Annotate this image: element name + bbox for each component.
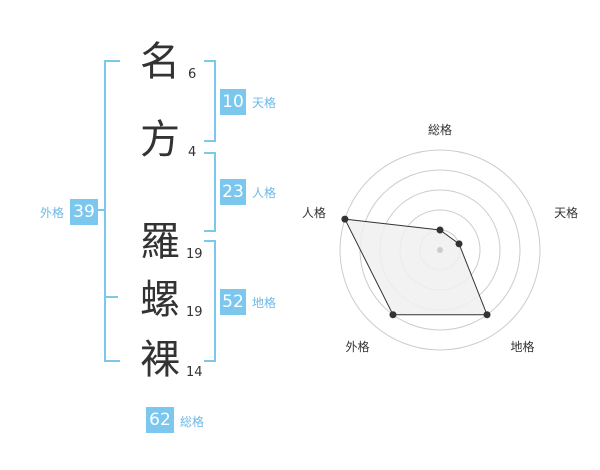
jinkaku-bracket	[204, 152, 216, 232]
gaikaku-value: 39	[70, 199, 98, 225]
radar-data-point	[341, 215, 349, 223]
stroke-count-2: 4	[188, 145, 197, 160]
gaikaku-bracket-tick	[95, 209, 104, 211]
tenkaku-label: 天格	[252, 96, 277, 110]
soukaku-label: 総格	[180, 415, 205, 429]
tenkaku-bracket	[204, 60, 216, 142]
radar-data-polygon	[344, 218, 488, 316]
soukaku-value: 62	[146, 407, 174, 433]
stroke-count-1: 6	[188, 67, 197, 82]
radar-data-point	[483, 311, 491, 319]
gaikaku-bracket-mid	[106, 296, 118, 298]
gaikaku-bracket	[104, 60, 120, 362]
chikaku-value: 52	[220, 289, 246, 315]
character-4: 螺	[140, 277, 180, 323]
radar-center-dot	[437, 247, 443, 253]
radar-data-point	[389, 311, 397, 319]
stroke-count-4: 19	[186, 305, 203, 320]
character-5: 裸	[140, 337, 180, 383]
radar-axis-label: 人格	[302, 205, 326, 220]
character-2: 方	[140, 117, 180, 163]
radar-axis-label: 地格	[511, 339, 535, 354]
stroke-count-5: 14	[186, 365, 203, 380]
character-3: 羅	[140, 219, 180, 265]
chikaku-bracket	[204, 240, 216, 362]
radar-axis-label: 外格	[345, 339, 369, 354]
jinkaku-label: 人格	[252, 186, 277, 200]
radar-grid-ring	[339, 149, 541, 351]
jinkaku-value: 23	[220, 179, 246, 205]
radar-axis-label: 天格	[554, 205, 578, 220]
gaikaku-label: 外格	[40, 206, 65, 220]
radar-data-point	[436, 226, 444, 234]
character-1: 名	[140, 39, 180, 85]
radar-data-point	[455, 240, 463, 248]
radar-axis-label: 総格	[428, 122, 452, 137]
chikaku-label: 地格	[252, 296, 277, 310]
stroke-count-3: 19	[186, 247, 203, 262]
tenkaku-value: 10	[220, 89, 246, 115]
